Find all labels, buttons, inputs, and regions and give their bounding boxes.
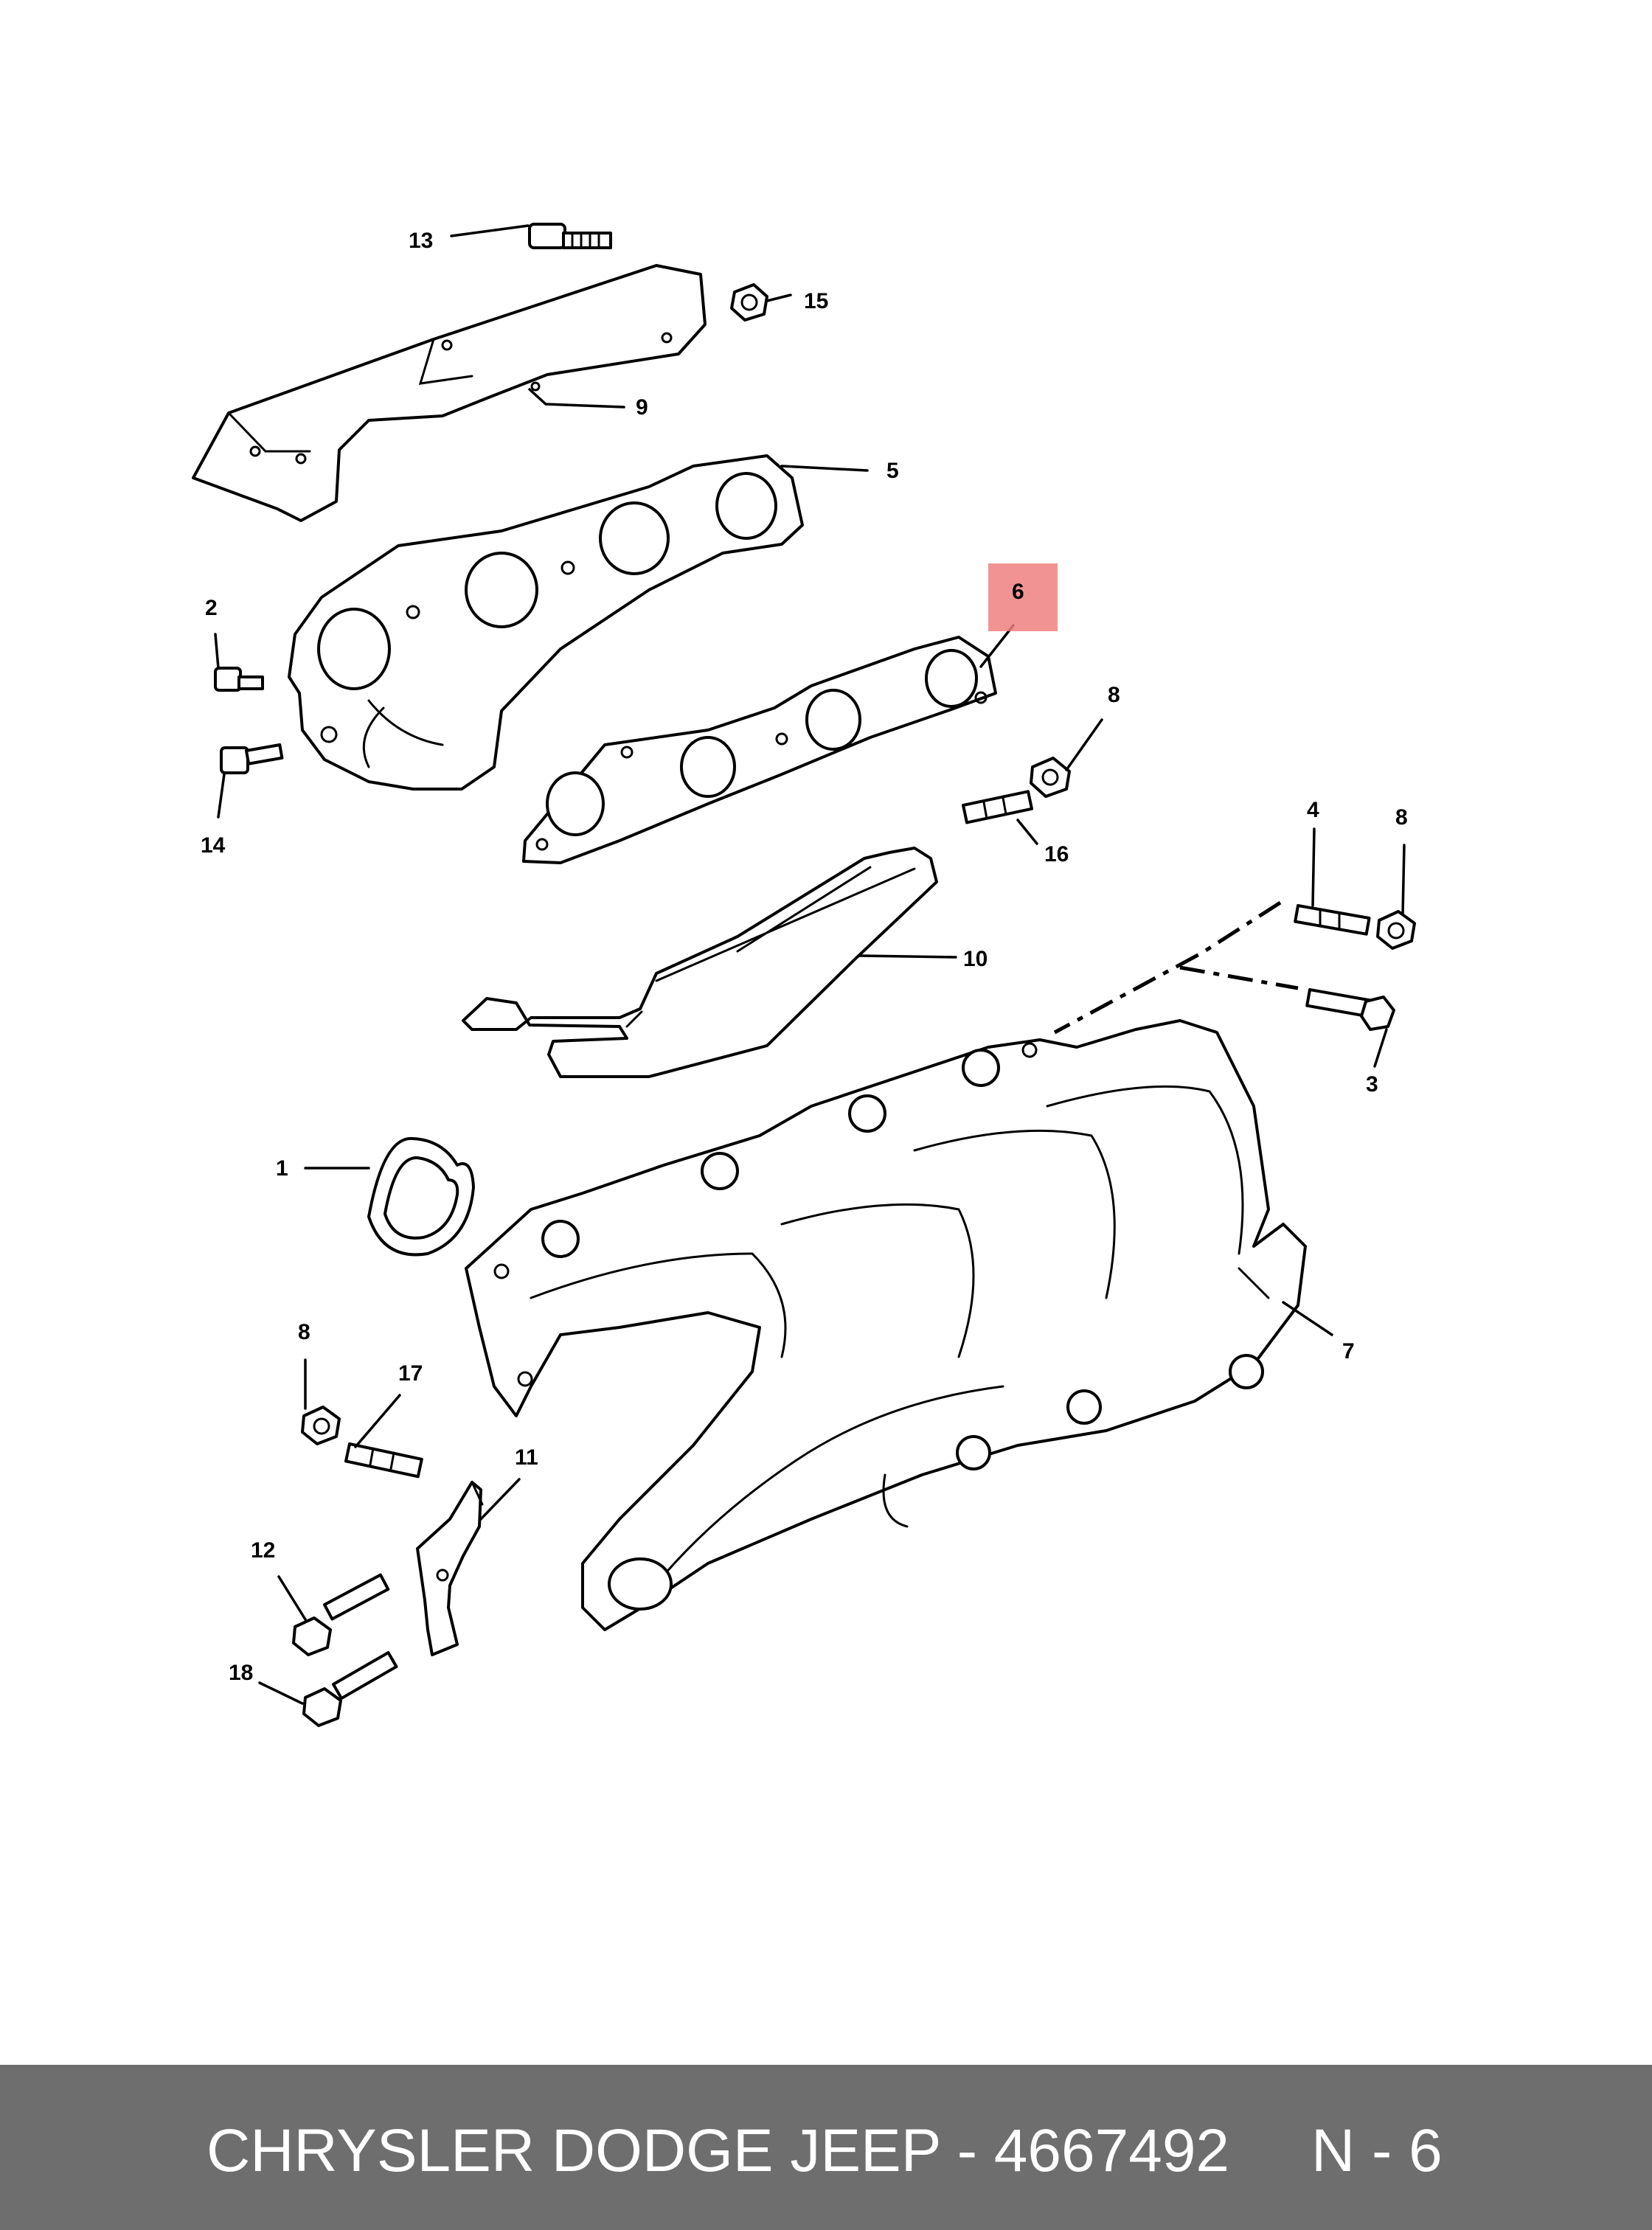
callout-4: 4 [1307,798,1319,822]
exhaust-manifold-5[interactable] [288,454,804,791]
callout-2: 2 [205,596,218,620]
callout-17: 17 [398,1361,423,1386]
callout-8-lower: 8 [298,1320,310,1344]
heat-shield-upper-9[interactable] [192,264,707,522]
nut-8-right[interactable] [1376,910,1416,950]
callout-15: 15 [804,289,828,313]
callout-11: 11 [515,1445,538,1470]
bolt-13[interactable] [528,223,612,249]
nut-15[interactable] [730,283,768,322]
callout-16: 16 [1044,842,1069,866]
callout-8-upper: 8 [1108,683,1120,707]
callout-12: 12 [251,1538,275,1563]
footer-bar: CHRYSLER DODGE JEEP - 4667492 N - 6 [0,2065,1652,2230]
nut-8-upper[interactable] [1030,757,1071,798]
exhaust-gasket-6[interactable] [522,636,997,864]
callout-10: 10 [963,947,988,971]
leader-lines [214,224,1406,1705]
callout-highlight-box [988,563,1058,631]
assembly-line-lower [1179,965,1299,990]
callout-6: 6 [1012,580,1024,604]
callout-7: 7 [1342,1339,1355,1364]
callout-3: 3 [1366,1072,1378,1097]
bolt-12[interactable] [292,1573,390,1656]
bolt-3[interactable] [1305,988,1395,1031]
footer-page-code: N - 6 [1311,2117,1443,2184]
bolt-18[interactable] [302,1650,398,1727]
assembly-line-upper [1053,900,1282,1035]
heat-shield-lower-10[interactable] [462,847,938,1078]
throttle-body-gasket-1[interactable] [367,1136,475,1257]
intake-manifold-7[interactable] [465,1019,1307,1631]
bracket-11[interactable] [416,1481,484,1656]
bolt-2[interactable] [214,667,264,692]
callout-18: 18 [229,1661,253,1685]
stud-17[interactable] [344,1442,423,1479]
callout-1: 1 [276,1156,288,1181]
callout-5: 5 [886,459,899,483]
bolt-14[interactable] [220,743,284,774]
callout-9: 9 [636,395,648,420]
callout-14: 14 [201,833,226,858]
stud-4[interactable] [1294,903,1371,936]
parts-diagram: 13 15 9 5 6 2 8 14 16 4 8 10 3 1 7 8 17 … [192,223,1416,1727]
stud-16[interactable] [961,790,1034,824]
footer-title: CHRYSLER DODGE JEEP - 4667492 [206,2117,1230,2184]
callout-8-right: 8 [1395,805,1408,830]
callout-13: 13 [409,229,433,253]
nut-8-lower[interactable] [301,1406,341,1445]
